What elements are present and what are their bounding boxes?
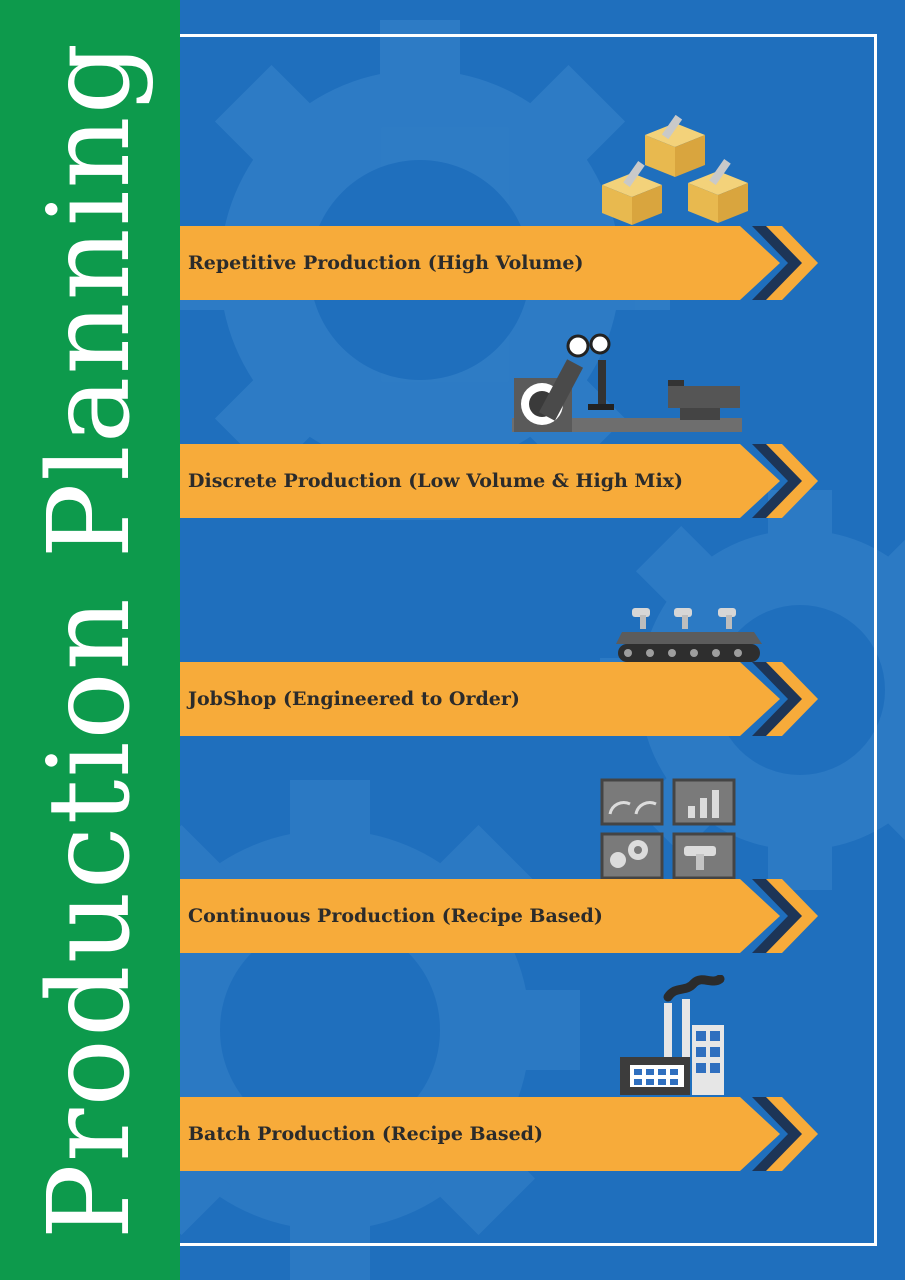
row-label: Repetitive Production (High Volume) bbox=[188, 252, 584, 274]
row-band bbox=[180, 1097, 780, 1171]
row-label: Continuous Production (Recipe Based) bbox=[188, 905, 603, 927]
row-discrete-production: Discrete Production (Low Volume & High M… bbox=[180, 444, 840, 544]
boxes-icon bbox=[602, 115, 748, 225]
row-label: Discrete Production (Low Volume & High M… bbox=[188, 470, 683, 492]
row-band bbox=[180, 444, 780, 518]
row-band bbox=[180, 879, 780, 953]
double-chevron-icon bbox=[752, 226, 818, 300]
row-repetitive-production: Repetitive Production (High Volume) bbox=[180, 226, 840, 326]
row-label: Batch Production (Recipe Based) bbox=[188, 1123, 543, 1145]
robot-arm-icon bbox=[512, 333, 742, 432]
row-jobshop: JobShop (Engineered to Order) bbox=[180, 662, 840, 762]
row-band bbox=[180, 662, 780, 736]
conveyor-belt-icon bbox=[616, 608, 762, 662]
dashboard-panels-icon bbox=[600, 778, 736, 880]
row-band bbox=[180, 226, 780, 300]
gear-icon bbox=[600, 490, 905, 890]
row-continuous-production: Continuous Production (Recipe Based) bbox=[180, 879, 840, 979]
row-batch-production: Batch Production (Recipe Based) bbox=[180, 1097, 840, 1197]
double-chevron-icon bbox=[752, 879, 818, 953]
row-label: JobShop (Engineered to Order) bbox=[188, 688, 520, 710]
title-sidebar: Production Planning bbox=[0, 0, 180, 1280]
factory-icon bbox=[620, 975, 725, 1095]
white-frame bbox=[180, 34, 877, 1246]
double-chevron-icon bbox=[752, 1097, 818, 1171]
double-chevron-icon bbox=[752, 662, 818, 736]
double-chevron-icon bbox=[752, 444, 818, 518]
page-title: Production Planning bbox=[25, 40, 155, 1240]
